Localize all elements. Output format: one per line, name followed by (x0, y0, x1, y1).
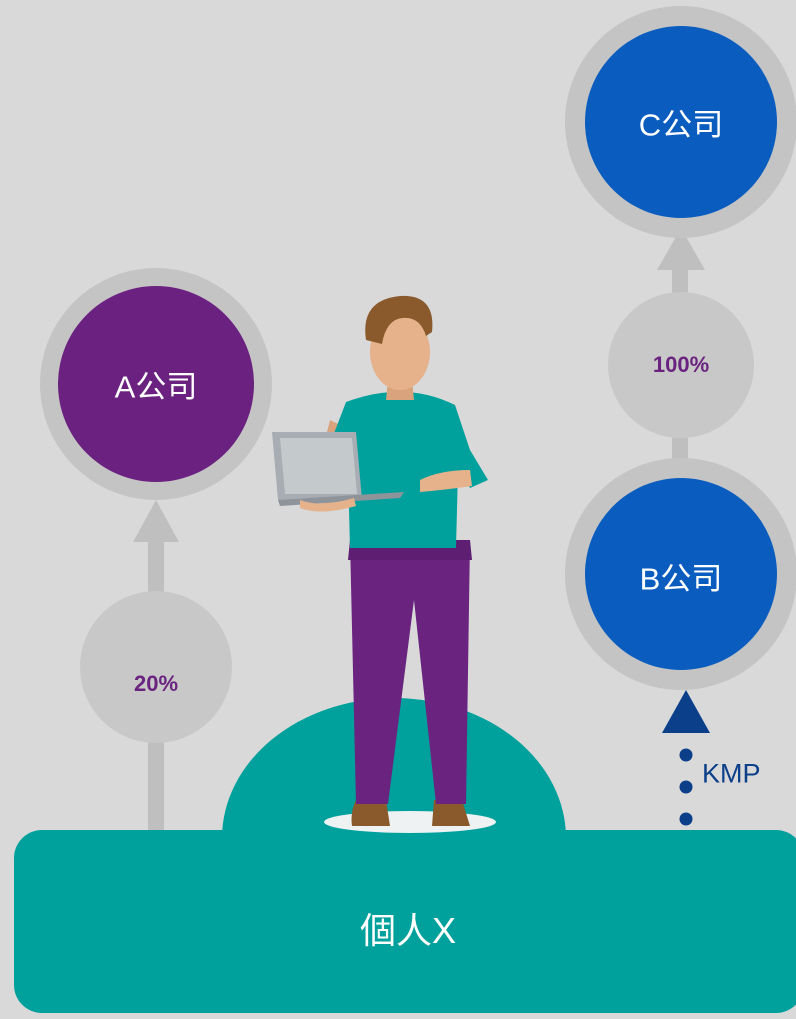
kmp-dot (679, 748, 693, 762)
ownership-node-20 (80, 591, 232, 743)
dome-shape (222, 698, 566, 838)
ownership-100-label: 100% (652, 352, 710, 377)
connector-x-to-a (80, 500, 232, 838)
kmp-label: KMP (702, 758, 761, 789)
company-c-label: C公司 (638, 107, 724, 143)
person-illustration-icon (272, 295, 496, 833)
company-b-label: B公司 (639, 561, 723, 597)
connector-b-to-c (608, 228, 754, 492)
kmp-dot (679, 780, 693, 794)
kmp-dot (679, 812, 693, 826)
company-a-node (40, 268, 272, 500)
person-x-base (14, 830, 796, 1013)
arrowhead-up-icon (657, 228, 705, 270)
kmp-arrowhead-icon (662, 690, 710, 733)
company-a-label: A公司 (114, 369, 198, 405)
person-x-label: 個人X (359, 910, 457, 951)
ownership-node-100 (608, 292, 754, 438)
arrowhead-up-icon (133, 500, 179, 542)
company-c-node (565, 6, 796, 238)
company-b-node (565, 458, 796, 690)
ownership-20-label: 20% (133, 671, 179, 696)
kmp-relation (662, 690, 710, 826)
